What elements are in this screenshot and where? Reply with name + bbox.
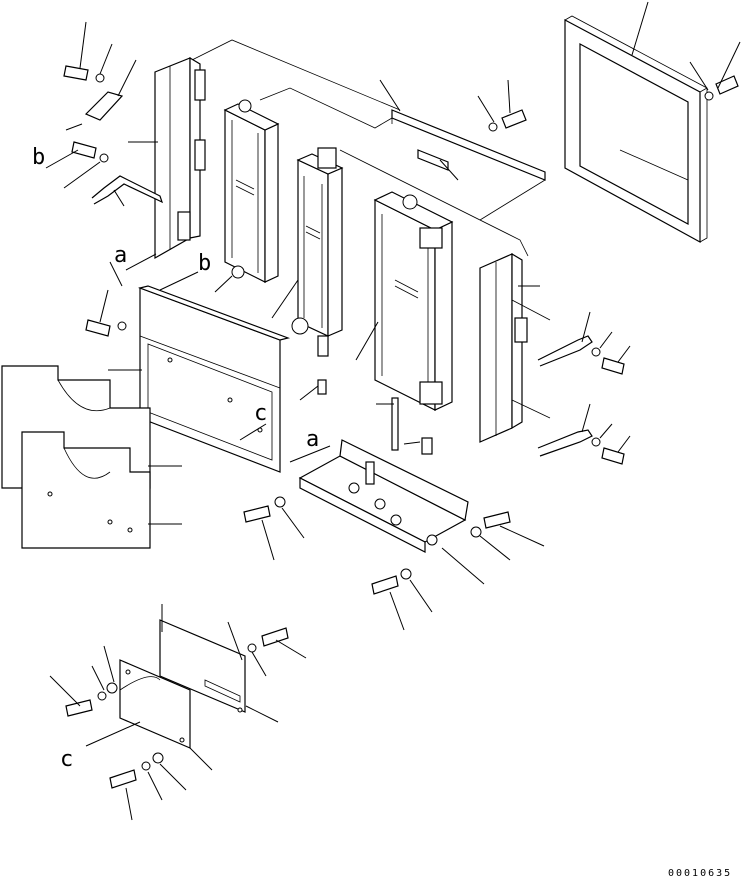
radiator[interactable] [373,191,454,411]
ref-letter-b-left: b [32,145,45,170]
leader-line [214,275,233,293]
arrow-b [159,271,199,291]
bolt-washer[interactable] [109,752,187,821]
base-frame[interactable] [298,439,469,553]
drawing-number: 00010635 [668,868,732,879]
leader-line [355,321,379,361]
stay-rod-right-lower[interactable] [537,403,593,457]
leader-line [439,159,459,181]
bolt-washer[interactable] [477,79,527,132]
bolt-washer[interactable] [243,496,305,561]
leader-line [403,441,421,445]
mount-studs[interactable] [317,379,433,485]
ref-letter-a-lower: a [306,427,319,452]
leader-line [109,261,123,287]
side-bracket-right[interactable] [479,252,528,443]
phantom-line [339,149,529,257]
phantom-line [479,179,546,221]
arrow-a [289,445,331,463]
leader-line [227,621,243,661]
bolt-washer[interactable] [49,645,118,717]
phantom-line [187,39,401,111]
phantom-line [511,399,551,419]
bolt-washer[interactable] [591,331,631,375]
arrow-c [85,721,141,747]
side-bracket-left[interactable] [154,56,206,260]
shroud-frame[interactable] [564,15,708,244]
bolt-washer[interactable] [247,627,307,677]
bolt-washer[interactable] [45,141,109,189]
stay-rod-right-upper[interactable] [537,311,593,367]
oil-cooler[interactable] [223,99,280,283]
lower-panel[interactable] [137,285,291,473]
leader-line [271,279,299,319]
bolt-washer[interactable] [63,21,113,83]
leader-line [631,1,649,56]
bolt-washer[interactable] [371,568,433,631]
small-bracket[interactable] [84,59,137,121]
bolt-washer[interactable] [85,289,127,337]
arrow-c [239,423,267,441]
arrow-a [125,253,157,271]
aftercooler[interactable] [291,147,344,357]
bolt-washer[interactable] [470,511,545,561]
ref-letter-a-upper: a [114,243,127,268]
bolt-washer[interactable] [689,41,741,101]
phantom-line [511,299,551,321]
bolt-washer[interactable] [591,423,631,465]
phantom-line [259,87,393,129]
stay-rod-upper[interactable] [91,175,164,207]
leader-line [245,705,279,723]
ref-letter-b-upper: b [198,251,211,276]
ref-letter-c-mid: c [254,401,267,426]
arrow-b [65,123,83,131]
seal-plate-lower[interactable] [21,431,151,549]
leader-line [189,747,213,771]
leader-line [299,385,319,401]
duct-bracket[interactable] [119,619,246,749]
ref-letter-c-bottom: c [60,747,73,772]
leader-line [379,79,401,112]
leader-line [441,547,485,585]
